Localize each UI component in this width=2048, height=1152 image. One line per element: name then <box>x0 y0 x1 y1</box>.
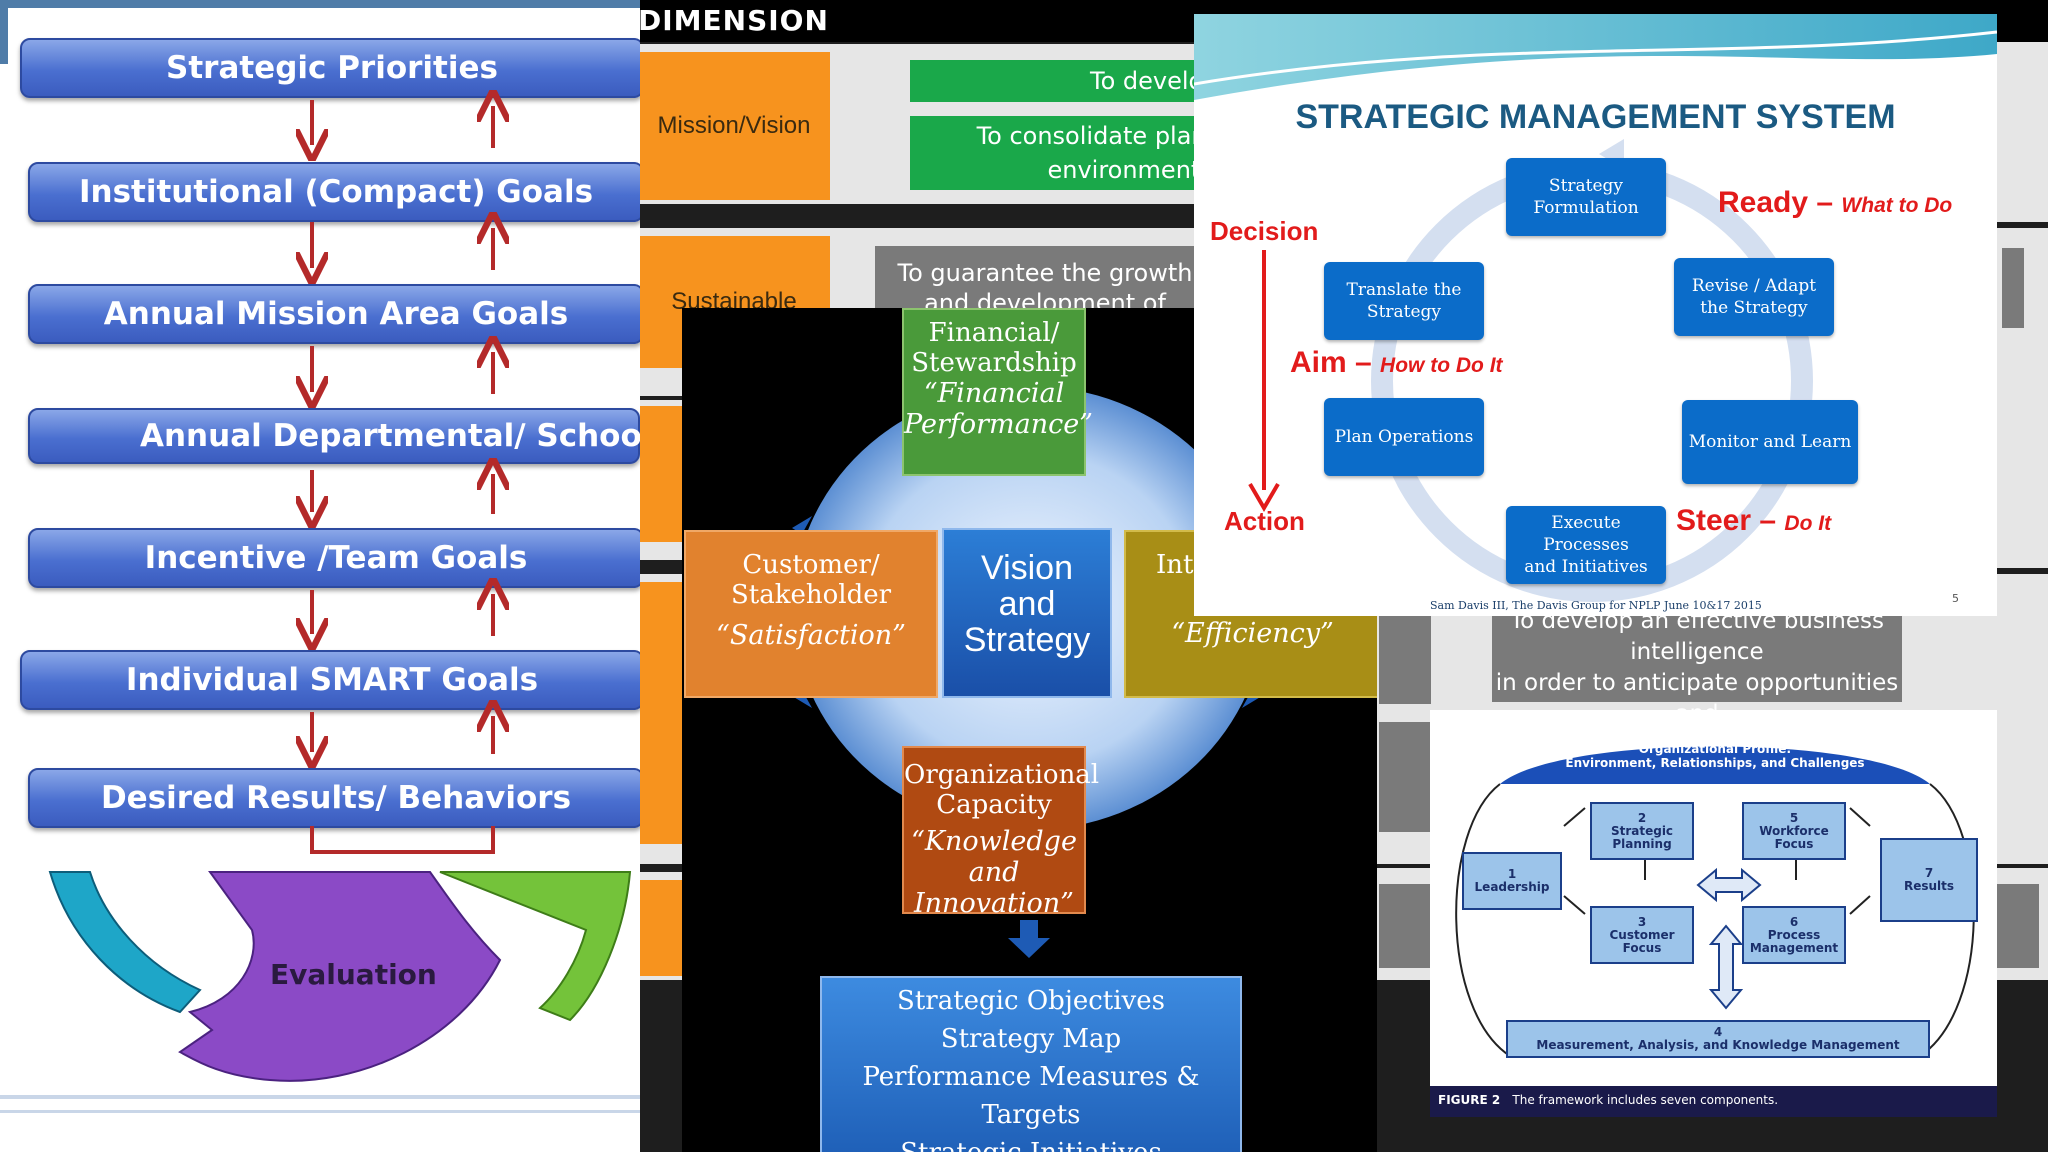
component-measurement: 4 Measurement, Analysis, and Knowledge M… <box>1506 1020 1930 1058</box>
goals-cascade-panel: Strategic Priorities Institutional (Comp… <box>0 0 640 1152</box>
objective-cell <box>2002 248 2024 328</box>
objective-cell: To develop an effective business intelli… <box>1492 606 1902 758</box>
sms-footer: Sam Davis III, The Davis Group for NPLP … <box>1430 599 1762 612</box>
sms-panel: STRATEGIC MANAGEMENT SYSTEM Strategy For… <box>1194 14 1997 616</box>
framework-arrows <box>1563 807 1871 915</box>
goal-level: Annual Departmental/ School Go <box>28 408 640 464</box>
decision-action-arrowhead <box>1248 482 1280 512</box>
goal-level: Incentive /Team Goals <box>28 528 640 588</box>
down-arrow <box>1008 920 1050 958</box>
vision-box: Vision and Strategy <box>942 528 1112 698</box>
feedback-connector <box>310 826 495 854</box>
framework-graphics <box>1430 746 1997 1117</box>
output-item: Strategic Objectives <box>897 986 1165 1016</box>
customer-title: Customer/ Stakeholder <box>730 550 892 610</box>
financial-title: Financial/ Stewardship <box>911 318 1077 378</box>
capacity-subtitle: “Knowledge and Innovation” <box>911 826 1077 919</box>
steer-label: Steer – Do It <box>1676 504 1831 538</box>
goal-level: Institutional (Compact) Goals <box>28 162 640 222</box>
wave-highlight <box>1194 30 1997 86</box>
caption-bar <box>1430 1086 1997 1117</box>
revise-strategy-box: Revise / Adapt the Strategy <box>1674 258 1834 336</box>
goal-level: Strategic Priorities <box>20 38 640 98</box>
internal-subtitle: “Efficiency” <box>1171 618 1334 649</box>
component-customer-focus: 3 Customer Focus <box>1590 906 1694 964</box>
framework-panel: Organizational Profile: Environment, Rel… <box>1430 710 1997 1117</box>
profile-label: Organizational Profile: Environment, Rel… <box>1565 742 1865 770</box>
outputs-box: Strategic Objectives Strategy Map Perfor… <box>820 976 1242 1152</box>
translate-strategy-box: Translate the Strategy <box>1324 262 1484 340</box>
component-leadership: 1 Leadership <box>1462 852 1562 910</box>
financial-box: Financial/ Stewardship “Financial Perfor… <box>902 308 1093 476</box>
goal-level: Desired Results/ Behaviors <box>28 768 640 828</box>
customer-subtitle: “Satisfaction” <box>716 620 906 651</box>
decision-label: Decision <box>1210 216 1319 246</box>
capacity-box: Organizational Capacity “Knowledge and I… <box>902 746 1100 919</box>
aim-sub: How to Do It <box>1380 354 1503 377</box>
output-item: Performance Measures & Targets <box>862 1062 1200 1130</box>
objective-cell <box>1379 722 1431 832</box>
monitor-learn-box: Monitor and Learn <box>1682 400 1858 484</box>
scorecard-panel: Financial/ Stewardship “Financial Perfor… <box>682 308 1377 1152</box>
top-band <box>0 0 640 8</box>
ready-text: Ready – <box>1718 186 1834 219</box>
execute-processes-box: Execute Processes and Initiatives <box>1506 506 1666 584</box>
cycle-segment-green <box>439 871 632 1022</box>
customer-box: Customer/ Stakeholder “Satisfaction” <box>684 530 938 698</box>
output-item: Strategy Map <box>940 1024 1122 1054</box>
double-arrow-vertical <box>1708 924 1744 1010</box>
evaluation-label: Evaluation <box>270 958 437 991</box>
output-item: Strategic Initiatives <box>822 1134 1240 1152</box>
component-process-management: 6 Process Management <box>1742 906 1846 964</box>
header-wave <box>1194 14 1997 100</box>
component-results: 7 Results <box>1880 838 1978 922</box>
goal-level: Annual Mission Area Goals <box>28 284 640 344</box>
cycle-segment-teal <box>48 871 202 1014</box>
divider <box>0 1095 640 1099</box>
double-arrow-horizontal <box>1696 867 1762 903</box>
side-band <box>0 8 8 64</box>
aim-label: Aim – How to Do It <box>1290 346 1503 380</box>
caption-label: FIGURE 2 <box>1438 1093 1501 1107</box>
cascade-arrows <box>0 0 640 1113</box>
cycle-segment-purple <box>178 871 502 1082</box>
ready-label: Ready – What to Do <box>1718 186 1952 220</box>
page-number: 5 <box>1952 592 1959 605</box>
goal-level: Individual SMART Goals <box>20 650 640 710</box>
steer-text: Steer – <box>1676 504 1777 537</box>
steer-sub: Do It <box>1784 512 1832 535</box>
objective-cell <box>1379 612 1431 704</box>
financial-subtitle: “Financial Performance” <box>904 378 1093 440</box>
caption-text: The framework includes seven components. <box>1512 1093 1779 1107</box>
vision-text: Vision and Strategy <box>963 549 1091 659</box>
strategy-formulation-box: Strategy Formulation <box>1506 158 1666 236</box>
dimension-cell: Mission/Vision <box>638 52 830 200</box>
capacity-title: Organizational Capacity <box>904 760 1100 820</box>
profile-banner <box>1500 746 1930 784</box>
component-workforce-focus: 5 Workforce Focus <box>1742 802 1846 860</box>
plan-operations-box: Plan Operations <box>1324 398 1484 476</box>
component-strategic-planning: 2 Strategic Planning <box>1590 802 1694 860</box>
action-label: Action <box>1224 506 1305 536</box>
ready-sub: What to Do <box>1841 194 1953 217</box>
sms-title: STRATEGIC MANAGEMENT SYSTEM <box>1295 98 1896 136</box>
caption: FIGURE 2 The framework includes seven co… <box>1438 1093 1778 1107</box>
divider <box>0 1110 640 1113</box>
table-header: DIMENSION <box>638 4 829 37</box>
aim-text: Aim – <box>1290 346 1372 379</box>
